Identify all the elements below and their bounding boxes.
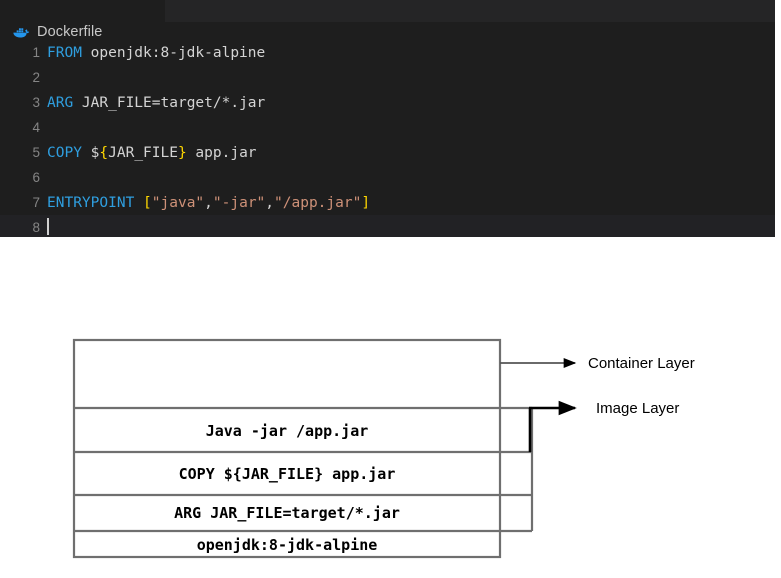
editor-tab-bar — [0, 0, 775, 22]
token-str: "/app.jar" — [274, 194, 362, 211]
active-tab-strip — [0, 0, 165, 22]
diagram-svg: Java -jar /app.jar COPY ${JAR_FILE} app.… — [72, 338, 695, 559]
docker-whale-icon — [13, 27, 30, 38]
line-number-4: 4 — [32, 120, 40, 135]
docker-layer-diagram: Java -jar /app.jar COPY ${JAR_FILE} app.… — [0, 237, 781, 578]
container-layer-label: Container Layer — [588, 355, 695, 372]
code-text-5: COPY ${JAR_FILE} app.jar — [47, 145, 775, 161]
token-plain: $ — [81, 144, 100, 161]
layer-label-1: Java -jar /app.jar — [206, 422, 369, 440]
line-number-3: 3 — [32, 95, 40, 110]
token-brk: } — [177, 144, 187, 161]
token-plain: app.jar — [186, 144, 257, 161]
code-lines-container[interactable]: 1 FROM openjdk:8-jdk-alpine 2 3 ARG JAR_FILE… — [0, 40, 775, 237]
token-brk: [ — [143, 194, 152, 211]
token-plain: JAR_FILE=target/*.jar — [73, 94, 266, 111]
token-kw: COPY — [47, 144, 82, 161]
line-number-8: 8 — [32, 220, 40, 235]
token-kw: ENTRYPOINT — [47, 194, 135, 211]
token-plain: JAR_FILE — [108, 144, 178, 161]
tab-dockerfile[interactable]: Dockerfile — [0, 22, 165, 42]
token-plain: , — [204, 194, 213, 211]
line-number-6: 6 — [32, 170, 40, 185]
code-line-1[interactable]: 1 FROM openjdk:8-jdk-alpine — [0, 40, 775, 65]
line-number-2: 2 — [32, 70, 40, 85]
token-kw: FROM — [47, 44, 82, 61]
token-plain: openjdk:8-jdk-alpine — [81, 44, 266, 61]
code-line-6[interactable]: 6 — [0, 165, 775, 190]
token-str: "-jar" — [212, 194, 266, 211]
line-number-1: 1 — [32, 45, 40, 60]
code-text-7: ENTRYPOINT ["java","-jar","/app.jar"] — [47, 195, 775, 211]
code-text-8 — [47, 218, 775, 236]
token-kw: ARG — [47, 94, 74, 111]
text-cursor — [47, 218, 49, 235]
layer-stack-box — [72, 338, 502, 559]
token-brk: ] — [361, 194, 371, 211]
layer-label-2: COPY ${JAR_FILE} app.jar — [179, 465, 396, 483]
code-text-1: FROM openjdk:8-jdk-alpine — [47, 45, 775, 61]
code-line-5[interactable]: 5 COPY ${JAR_FILE} app.jar — [0, 140, 775, 165]
code-text-3: ARG JAR_FILE=target/*.jar — [47, 95, 775, 111]
code-line-8[interactable]: 8 — [0, 215, 775, 237]
tab-label: Dockerfile — [37, 24, 103, 40]
layer-label-3: ARG JAR_FILE=target/*.jar — [174, 504, 400, 522]
token-plain — [134, 195, 143, 211]
code-line-2[interactable]: 2 — [0, 65, 775, 90]
image-layer-label: Image Layer — [596, 400, 679, 417]
token-brk: { — [99, 144, 109, 161]
image-layer-bracket — [500, 400, 577, 533]
line-number-7: 7 — [32, 195, 40, 210]
code-line-4[interactable]: 4 — [0, 115, 775, 140]
line-number-5: 5 — [32, 145, 40, 160]
code-line-3[interactable]: 3 ARG JAR_FILE=target/*.jar — [0, 90, 775, 115]
layer-label-4: openjdk:8-jdk-alpine — [197, 536, 378, 554]
token-plain: , — [265, 194, 275, 211]
token-str: "java" — [151, 194, 205, 211]
